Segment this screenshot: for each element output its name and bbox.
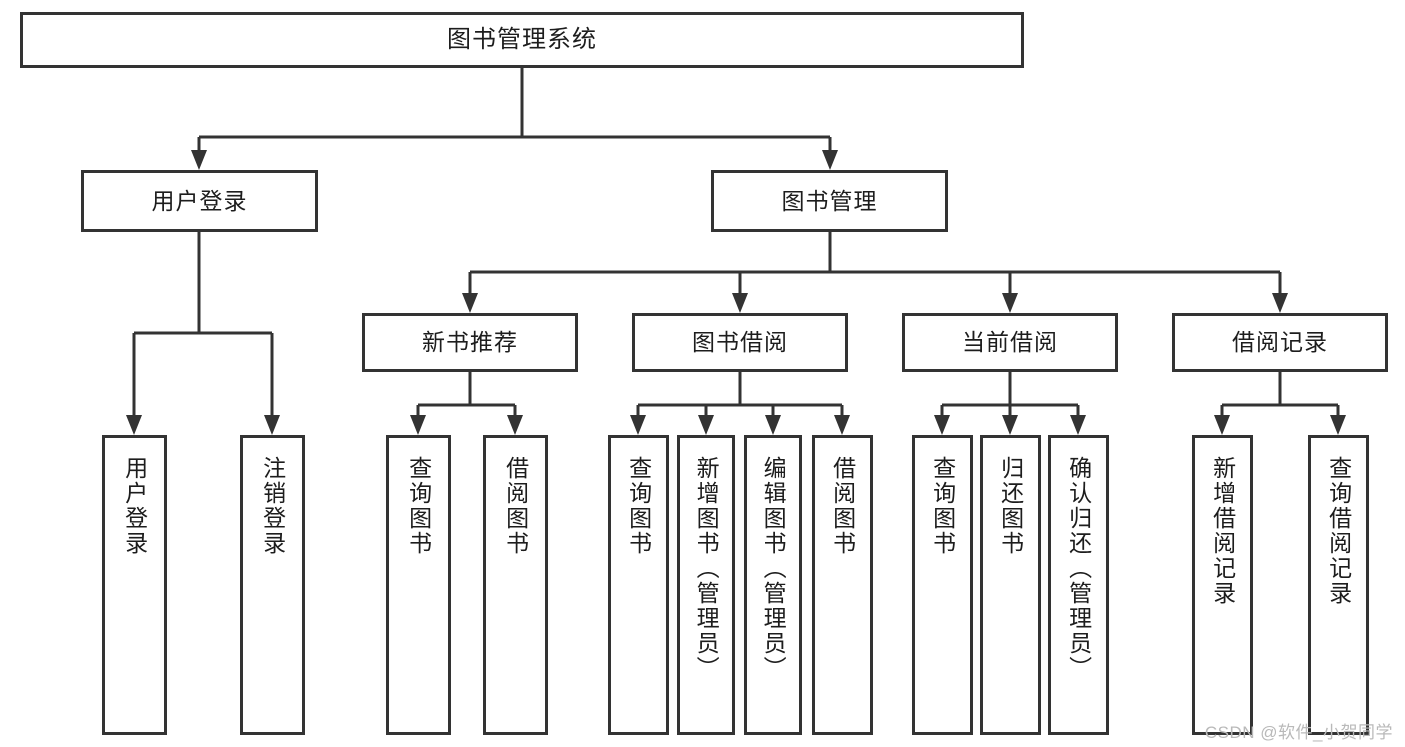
node-label: 查询图书 [929, 456, 956, 556]
csdn-watermark: CSDN @软件_小贺同学 [1204, 723, 1393, 742]
leaf-user-login[interactable]: 用户登录 [102, 435, 167, 735]
node-label: 当前借阅 [962, 329, 1058, 356]
node-user-login[interactable]: 用户登录 [81, 170, 318, 232]
node-label: 注销登录 [259, 456, 286, 556]
leaf-borrow-book[interactable]: 借阅图书 [812, 435, 873, 735]
leaf-confirm-return-admin[interactable]: 确认归还（管理员） [1048, 435, 1109, 735]
node-label: 确认归还（管理员） [1065, 456, 1092, 681]
node-borrow-record[interactable]: 借阅记录 [1172, 313, 1388, 372]
node-label: 查询借阅记录 [1325, 456, 1352, 606]
leaf-query-book-new[interactable]: 查询图书 [386, 435, 451, 735]
leaf-query-borrow-record[interactable]: 查询借阅记录 [1308, 435, 1369, 735]
node-label: 借阅记录 [1232, 329, 1328, 356]
node-label: 借阅图书 [829, 456, 856, 556]
node-book-management[interactable]: 图书管理 [711, 170, 948, 232]
node-new-book-recommendation[interactable]: 新书推荐 [362, 313, 578, 372]
node-label: 新增图书（管理员） [693, 456, 720, 681]
node-label: 新增借阅记录 [1209, 456, 1236, 606]
node-label: 归还图书 [997, 456, 1024, 556]
node-label: 新书推荐 [422, 329, 518, 356]
node-label: 图书管理系统 [447, 26, 597, 54]
node-label: 图书借阅 [692, 329, 788, 356]
node-label: 用户登录 [121, 456, 148, 556]
node-label: 图书管理 [781, 187, 878, 214]
node-label: 查询图书 [405, 456, 432, 556]
leaf-add-book-admin[interactable]: 新增图书（管理员） [677, 435, 735, 735]
leaf-add-borrow-record[interactable]: 新增借阅记录 [1192, 435, 1253, 735]
node-current-borrowing[interactable]: 当前借阅 [902, 313, 1118, 372]
node-book-borrowing[interactable]: 图书借阅 [632, 313, 848, 372]
node-label: 查询图书 [625, 456, 652, 556]
node-label: 借阅图书 [502, 456, 529, 556]
leaf-user-logout[interactable]: 注销登录 [240, 435, 305, 735]
leaf-return-book[interactable]: 归还图书 [980, 435, 1041, 735]
node-label: 编辑图书（管理员） [760, 456, 787, 681]
leaf-query-book-borrow[interactable]: 查询图书 [608, 435, 669, 735]
node-root-library-system[interactable]: 图书管理系统 [20, 12, 1024, 68]
leaf-borrow-book-new[interactable]: 借阅图书 [483, 435, 548, 735]
leaf-query-book-current[interactable]: 查询图书 [912, 435, 973, 735]
leaf-edit-book-admin[interactable]: 编辑图书（管理员） [744, 435, 802, 735]
node-label: 用户登录 [151, 187, 248, 214]
